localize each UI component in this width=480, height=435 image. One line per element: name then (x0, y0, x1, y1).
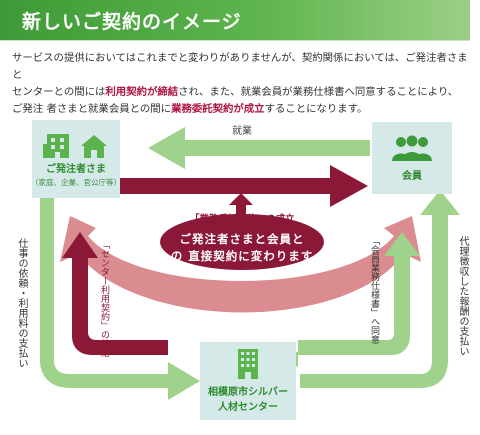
work-arrow (148, 127, 370, 169)
work-label: 就業 (232, 126, 252, 137)
direct-contract-line-1: ご発注者さまと会員と (179, 232, 305, 246)
spec-agree-label: 「会員業務仕様書」へ同意 (369, 236, 379, 344)
client-stem (40, 198, 54, 210)
intro-line-3-pre: ご発注 者さまと就業会員との間に (12, 103, 172, 115)
building-icon (43, 134, 107, 158)
center-contract-label: 「センター利用契約」の締結 (99, 240, 109, 357)
client-node-title: ご発注者さま (46, 164, 106, 175)
intro-paragraph: サービスの提供においてはこれまでと変わりがありませんが、契約関係においては、ご発… (12, 50, 474, 118)
house-icon (81, 135, 107, 158)
direct-contract-oval (160, 214, 324, 270)
office-building-icon (238, 349, 258, 379)
page-title: 新しいご契約のイメージ (22, 11, 242, 33)
agent-payment-arrow (300, 190, 460, 388)
center-node: 相模原市シルバー 人材センター (200, 342, 296, 420)
direct-contract-line-2: の 直接契約に変わります (170, 249, 314, 263)
request-payment-label: 仕事の依頼・利用料の支払い (16, 238, 27, 368)
intro-line-1: サービスの提供においてはこれまでと変わりがありませんが、契約関係においては、ご発… (12, 52, 468, 81)
intro-line-2-pre: センターとの間には (12, 86, 106, 98)
center-node-title-line-2: 人材センター (218, 402, 278, 413)
matching-label: 総合調整・マッチング (178, 311, 314, 326)
member-node-title: 会員 (402, 170, 422, 182)
client-node-subtitle: （家庭、企業、官公庁等） (31, 178, 121, 187)
client-node: ご発注者さま （家庭、企業、官公庁等） (31, 120, 121, 198)
center-contract-arrow (62, 232, 168, 355)
intro-highlight-outsourcing-contract: 業務委託契約が成立 (171, 103, 265, 115)
request-payment-arrow (40, 205, 200, 400)
direct-contract-text: ご発注者さまと会員と の 直接契約に変わります (162, 231, 322, 265)
contract-formed-text: 「業務委託契約」の成立 (190, 214, 295, 225)
people-icon (392, 135, 432, 161)
contract-formed-stem-arrow (229, 193, 253, 224)
intro-line-2-post: され、また、就業会員が業務仕様書へ同意することにより、 (178, 86, 459, 98)
intro-highlight-usage-contract: 利用契約が締結 (105, 86, 179, 98)
member-node: 会員 (372, 122, 452, 194)
header-banner: 新しいご契約のイメージ (0, 0, 470, 41)
contract-formed-label: 「業務委託契約」の成立 (190, 211, 295, 225)
matching-arrow (60, 216, 421, 313)
center-node-title-line-1: 相模原市シルバー (208, 387, 288, 398)
agent-payment-label: 代理徴収した報酬の支払い (457, 236, 468, 356)
intro-line-3-post: することになります。 (264, 103, 368, 115)
contract-formed-arrow (120, 165, 368, 207)
